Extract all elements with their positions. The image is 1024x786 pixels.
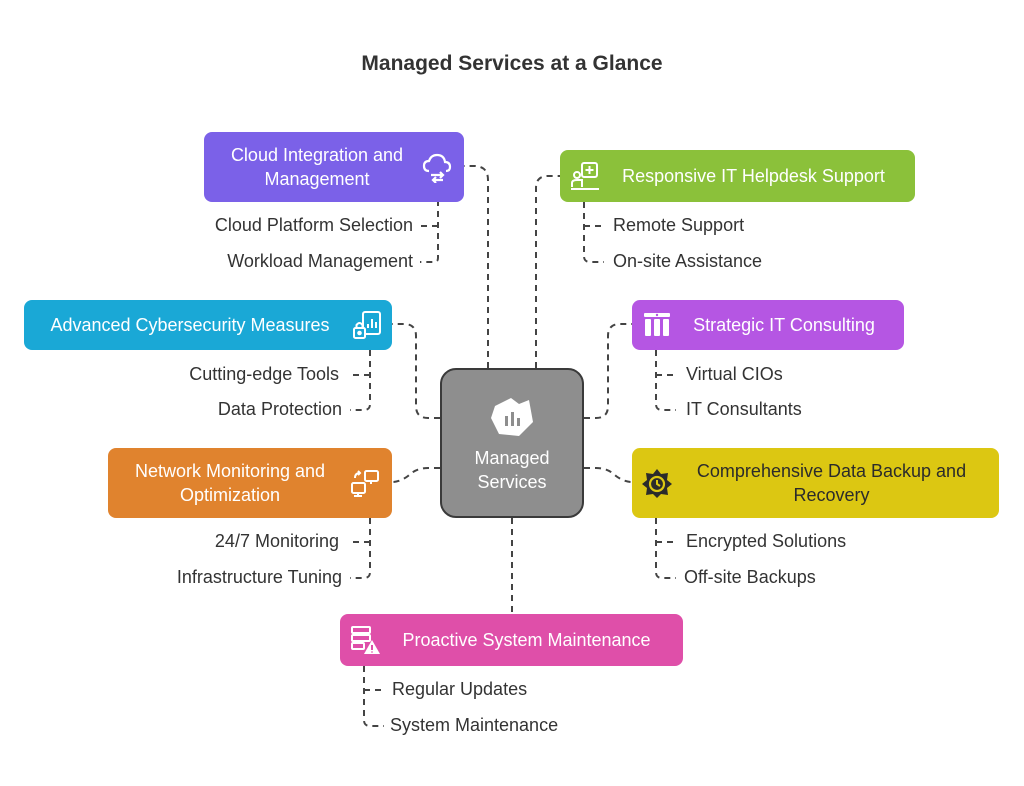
network-monitoring-box: Network Monitoring and Optimization (108, 448, 392, 518)
helpdesk-item-1: Remote Support (613, 215, 745, 235)
network-item-2: Infrastructure Tuning (176, 567, 342, 587)
chart-tag-icon (442, 396, 582, 438)
cloud-item-2: Workload Management (227, 251, 413, 271)
connector-consulting (584, 323, 632, 419)
network-label-line1: Network Monitoring and (134, 461, 326, 481)
consulting-box: Strategic IT Consulting (632, 300, 904, 350)
connector-cloud (464, 165, 489, 368)
helpdesk-label: Responsive IT Helpdesk Support (622, 166, 885, 186)
server-warning-icon (348, 623, 382, 657)
network-item-1: 24/7 Monitoring (214, 531, 339, 551)
helpdesk-box: Responsive IT Helpdesk Support (560, 150, 915, 202)
backup-badge-icon (640, 466, 674, 500)
backup-item-2: Off-site Backups (684, 567, 816, 587)
consulting-label: Strategic IT Consulting (693, 315, 875, 335)
consulting-item-1: Virtual CIOs (686, 364, 783, 384)
connector-network (391, 467, 440, 483)
helpdesk-icon (568, 159, 602, 193)
diagram-title: Managed Services at a Glance (361, 52, 663, 75)
maintenance-label: Proactive System Maintenance (402, 630, 651, 650)
columns-icon (640, 308, 674, 342)
cloud-label-line1: Cloud Integration and (230, 145, 404, 165)
system-maintenance-box: Proactive System Maintenance (340, 614, 683, 666)
maintenance-item-2: System Maintenance (390, 715, 559, 735)
cybersecurity-box: Advanced Cybersecurity Measures (24, 300, 392, 350)
network-label-line2: Optimization (179, 485, 281, 505)
helpdesk-item-2: On-site Assistance (613, 251, 763, 271)
connector-cyber (392, 323, 440, 419)
cyber-item-1: Cutting-edge Tools (189, 364, 339, 384)
center-label-line2: Services (477, 472, 547, 492)
connector-backup (584, 467, 633, 483)
cloud-sync-icon (420, 150, 454, 184)
center-label-line1: Managed (474, 448, 550, 468)
cyber-item-2: Data Protection (217, 399, 342, 419)
backup-label-line1: Comprehensive Data Backup and (696, 461, 967, 481)
cloud-item-1: Cloud Platform Selection (214, 215, 413, 235)
center-node: Managed Services (440, 368, 584, 518)
cloud-label-line2: Management (264, 169, 370, 189)
backup-item-1: Encrypted Solutions (686, 531, 847, 551)
data-backup-box: Comprehensive Data Backup and Recovery (632, 448, 999, 518)
maintenance-item-1: Regular Updates (392, 679, 528, 699)
backup-label-line2: Recovery (793, 485, 870, 505)
consulting-item-2: IT Consultants (686, 399, 802, 419)
network-icon (348, 466, 382, 500)
connector-helpdesk (535, 175, 560, 368)
cyber-label: Advanced Cybersecurity Measures (50, 315, 330, 335)
secure-report-icon (350, 308, 384, 342)
cloud-integration-box: Cloud Integration and Management (204, 132, 464, 202)
